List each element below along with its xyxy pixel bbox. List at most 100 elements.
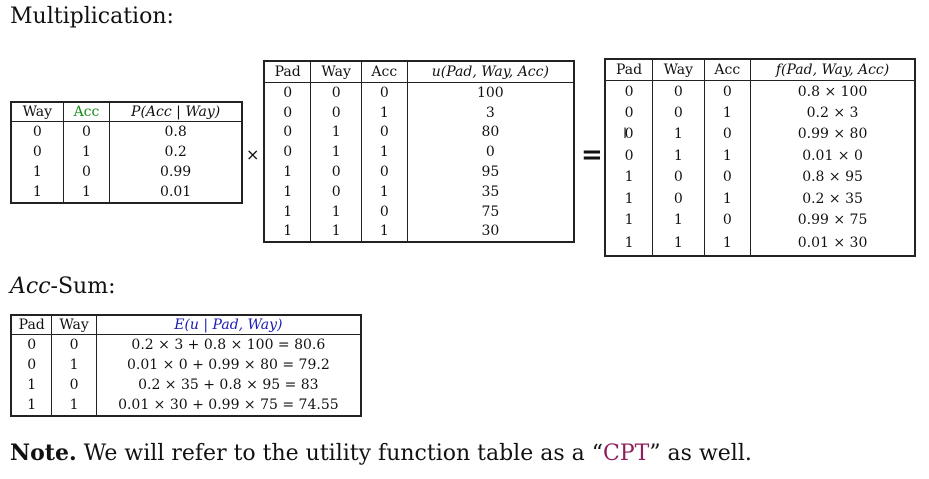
table-cell: 0	[310, 102, 362, 123]
table-cell: 0	[652, 102, 705, 124]
acc-sum-heading-rest: -Sum:	[50, 274, 116, 299]
table-cell: 0	[10, 355, 53, 375]
table-cell: 1	[62, 142, 111, 162]
table-cell: 0	[604, 145, 654, 167]
table-cell: 1	[10, 162, 64, 182]
note-after: ” as well.	[649, 441, 752, 466]
note-label: Note.	[10, 440, 77, 466]
table-cell: 0	[703, 80, 752, 103]
table-cell: 1	[652, 209, 705, 231]
table-cell: 0	[310, 82, 362, 103]
table-cell: 0	[62, 162, 111, 182]
table-cell: 1	[51, 355, 97, 375]
table-cell: 1	[62, 182, 111, 203]
table-cell: 1	[360, 102, 408, 123]
table-cell: 0	[703, 209, 752, 231]
table-cell: 1	[604, 209, 654, 231]
col-header-way: Way	[51, 315, 97, 335]
table-cell: 0	[263, 82, 312, 103]
table-cell: 1	[703, 187, 752, 210]
table-cell: 0	[703, 123, 752, 146]
table-cell: 0	[10, 121, 64, 142]
table-cell: 1	[263, 162, 312, 182]
table-cell: 0	[360, 82, 408, 103]
table-cell: 1	[652, 123, 705, 146]
table-cell: 0	[360, 162, 408, 182]
table-cell: 0.2 × 35	[750, 187, 916, 210]
table-cell: 1	[51, 395, 97, 416]
table-cell: 0	[652, 166, 705, 188]
table-cell: 0	[263, 142, 312, 163]
table-cell: 0	[310, 181, 362, 202]
table-cell: 0.2 × 3	[750, 102, 916, 124]
multiply-operator: ×	[246, 145, 260, 164]
col-header-acc: Acc	[360, 61, 408, 83]
table-cell: 0.8	[109, 121, 243, 142]
table-cell: 0	[51, 334, 97, 355]
table-cell: 80	[406, 122, 575, 143]
col-header-pad: Pad	[263, 61, 312, 83]
table-cell: 3	[406, 102, 575, 123]
table-cell: 0.99 × 80	[750, 123, 916, 146]
table-cell: 0	[360, 201, 408, 222]
table-cell: 0	[604, 80, 654, 103]
table-cell: 1	[310, 201, 362, 222]
table-cell: 1	[652, 145, 705, 167]
table-cell: 1	[604, 166, 654, 188]
equals-operator: =	[581, 140, 603, 170]
table-cell: 0	[62, 121, 111, 142]
table-cell: 1	[263, 181, 312, 202]
table-cell: 100	[406, 82, 575, 103]
table-cell: 0	[10, 142, 64, 162]
table-cell: 0.2 × 35 + 0.8 × 95 = 83	[95, 375, 362, 395]
col-header-acc: Acc	[703, 59, 752, 81]
table-cell: 35	[406, 181, 575, 202]
acc-sum-heading-italic: Acc	[10, 274, 51, 299]
table-cell: 0	[10, 334, 53, 355]
col-header-pad: Pad	[604, 59, 654, 81]
table-cell: 0.8 × 100	[750, 80, 916, 103]
table-cell: 0	[263, 102, 312, 123]
table-cell: 1	[604, 187, 654, 210]
table-cell: 0.8 × 95	[750, 166, 916, 188]
table-cell: 0.2	[109, 142, 243, 162]
table-cell: 0.01 × 30	[750, 230, 916, 256]
note-cpt: CPT	[603, 441, 650, 466]
table-cell: 0	[406, 142, 575, 163]
acc-sum-heading: Acc-Sum:	[10, 274, 115, 299]
table-cell: 0	[652, 187, 705, 210]
col-header-utility: u(Pad, Way, Acc)	[406, 61, 575, 83]
table-cell: 1	[310, 122, 362, 143]
table-cell: 1	[703, 230, 752, 256]
table-cell: 1	[703, 102, 752, 124]
col-header-way: Way	[652, 59, 705, 81]
table-cell: 1	[360, 142, 408, 163]
table-cell: 0	[263, 122, 312, 143]
table-cell: 75	[406, 201, 575, 222]
table-cell: 0.01 × 0 + 0.99 × 80 = 79.2	[95, 355, 362, 375]
table-cell: 0.99	[109, 162, 243, 182]
text-cursor-icon: Ι	[623, 126, 628, 142]
note-text: Note. We will refer to the utility funct…	[10, 440, 752, 466]
